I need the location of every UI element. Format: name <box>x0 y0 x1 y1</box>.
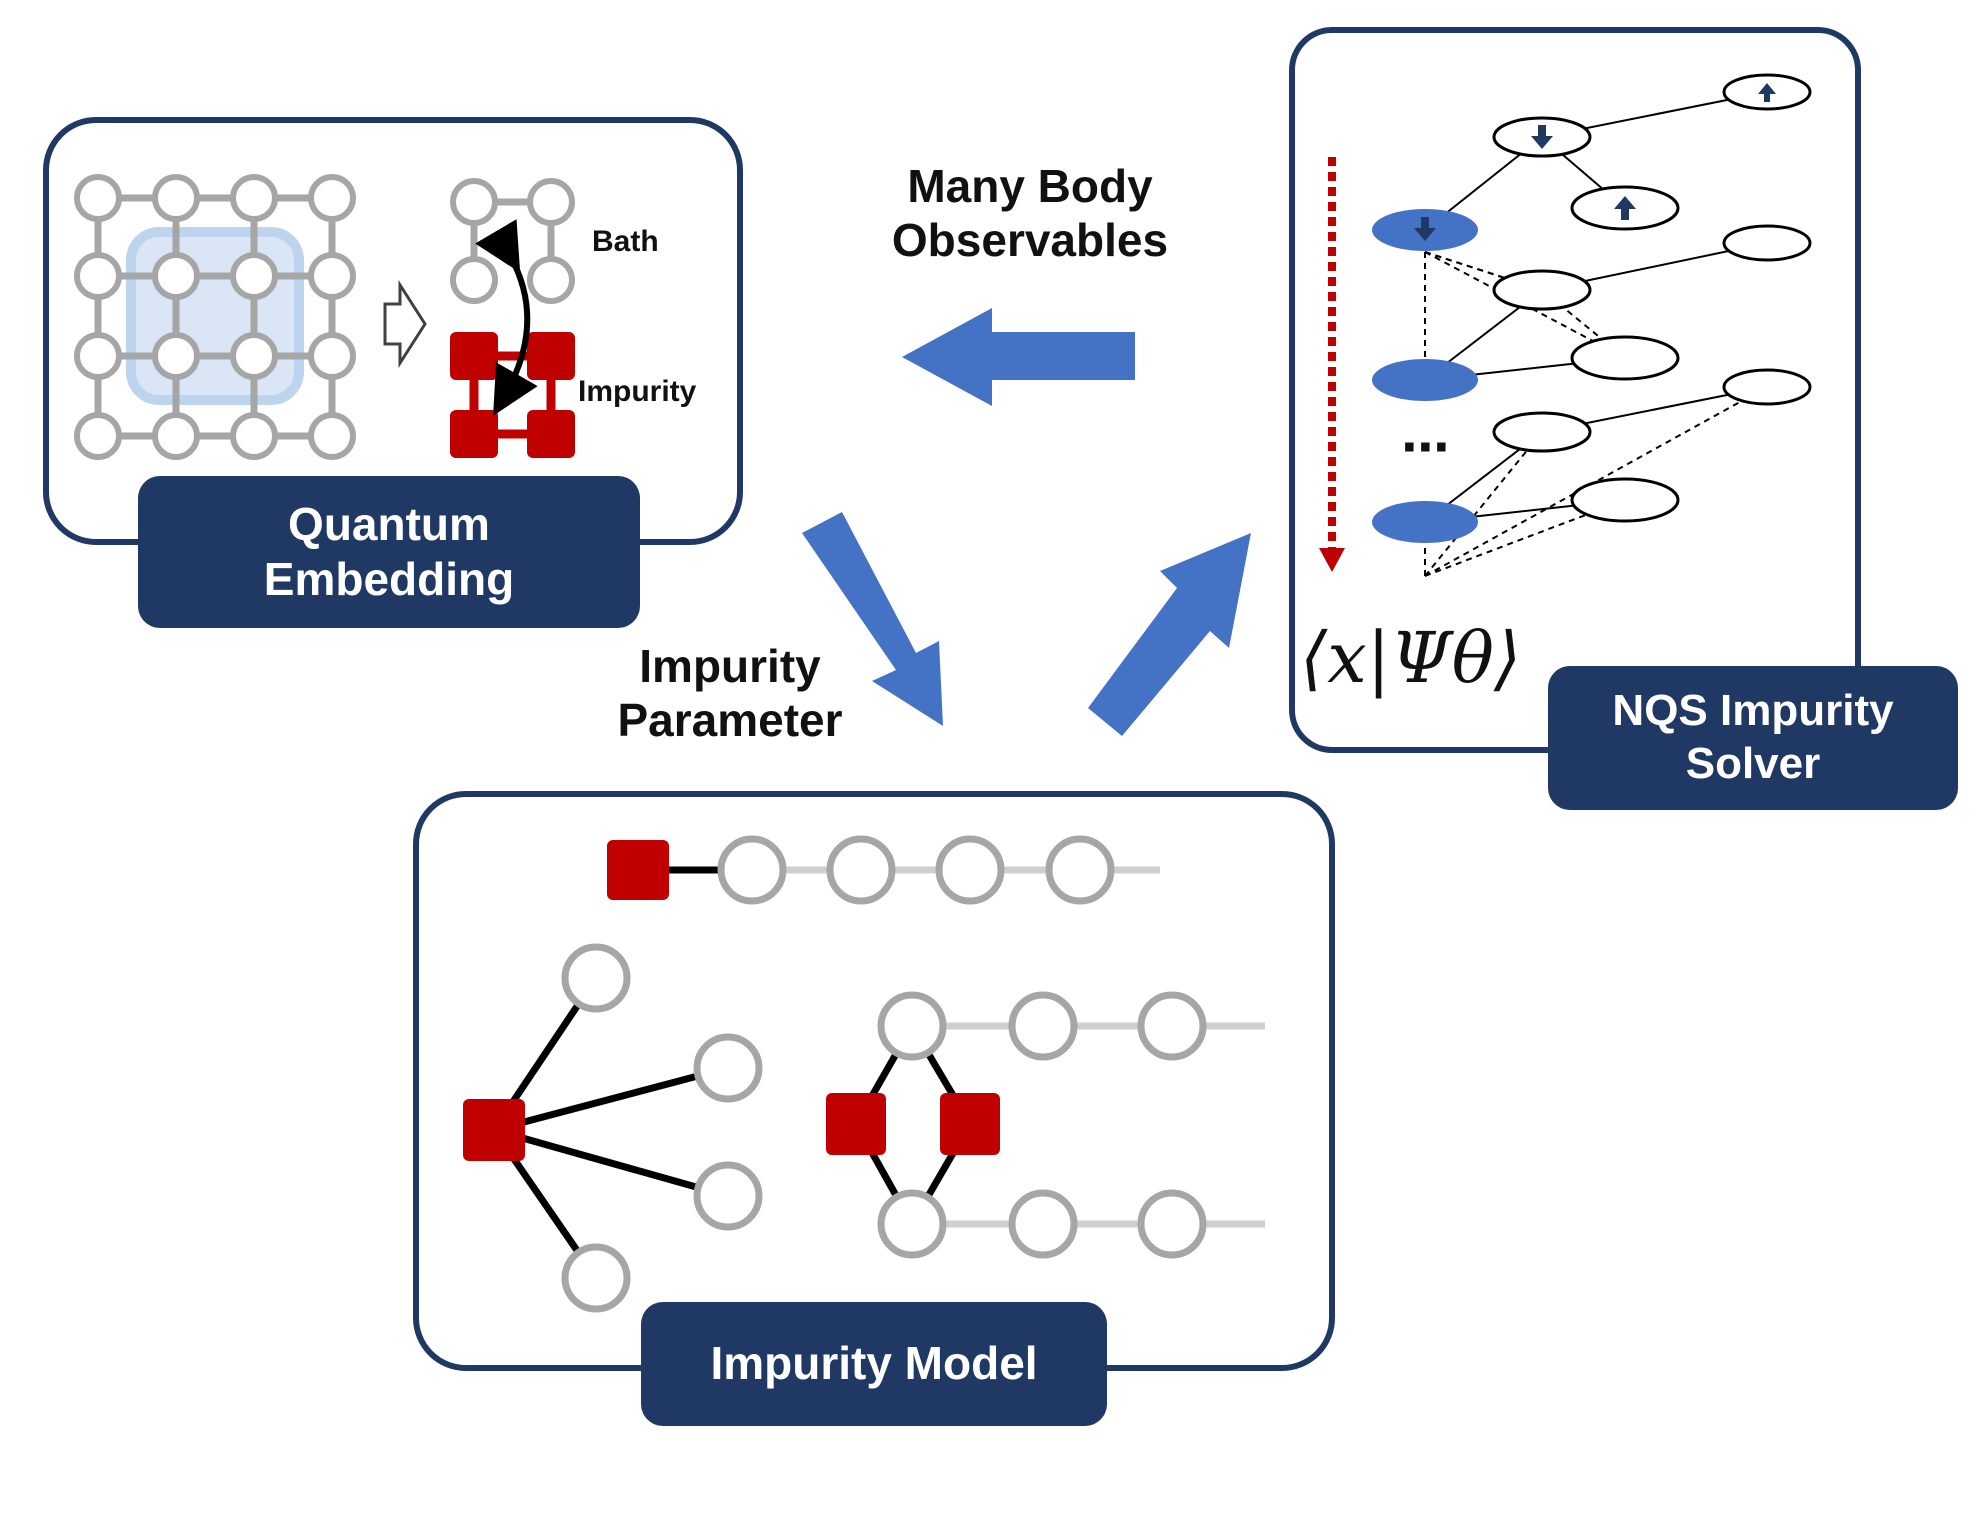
two-impurity-ladder-model <box>826 991 1265 1259</box>
impurity-model-panel <box>413 791 1335 1371</box>
many-body-observables-line1: Many Body <box>907 160 1153 212</box>
quantum-embedding-panel <box>43 117 743 545</box>
spin-down-arrow-icon <box>1531 125 1553 149</box>
impurity-parameter-label: Impurity Parameter <box>560 640 900 748</box>
autoregressive-direction-arrow-icon <box>1319 157 1345 572</box>
impurity-model-title-text: Impurity Model <box>710 1337 1038 1390</box>
lattice-sites <box>74 174 356 460</box>
nqs-solver-title-line2: Solver <box>1685 739 1821 788</box>
solver-flow-arrow-icon <box>1088 533 1251 736</box>
observables-flow-arrow-icon <box>902 308 1135 406</box>
spin-up-arrow-icon <box>1614 196 1636 220</box>
quantum-embedding-title-line1: Quantum <box>288 497 490 550</box>
quantum-embedding-title-line2: Embedding <box>263 553 515 605</box>
spin-up-arrow-icon <box>1758 83 1776 102</box>
bath-impurity-exchange-arrow-icon <box>475 219 538 416</box>
lattice-grid <box>94 194 336 440</box>
many-body-observables-line2: Observables <box>891 213 1169 266</box>
chain-impurity-model <box>607 835 1160 905</box>
nqs-solver-title-line1: NQS Impurity <box>1612 686 1894 736</box>
parameter-flow-arrow-icon <box>802 512 943 726</box>
impurity-parameter-line1: Impurity <box>639 640 821 692</box>
embedding-region-highlight <box>126 227 304 405</box>
spin-down-arrow-icon <box>1414 217 1436 241</box>
nqs-solver-title: NQS Impurity Solver <box>1548 666 1958 810</box>
impurity-parameter-line2: Parameter <box>617 693 843 746</box>
nqs-ellipsis: ··· <box>1401 413 1453 480</box>
impurity-label: Impurity <box>578 375 697 408</box>
bath-label: Bath <box>592 225 659 258</box>
wavefunction-label: ⟨x|Ψθ⟩ <box>1300 617 1522 699</box>
quantum-embedding-title: Quantum Embedding <box>138 476 640 628</box>
nqs-solver-panel <box>1289 27 1861 753</box>
impurity-model-title: Impurity Model <box>641 1302 1107 1426</box>
star-impurity-model <box>463 943 763 1313</box>
many-body-observables-label: Many Body Observables <box>840 160 1220 268</box>
hollow-right-arrow-icon <box>383 279 427 369</box>
